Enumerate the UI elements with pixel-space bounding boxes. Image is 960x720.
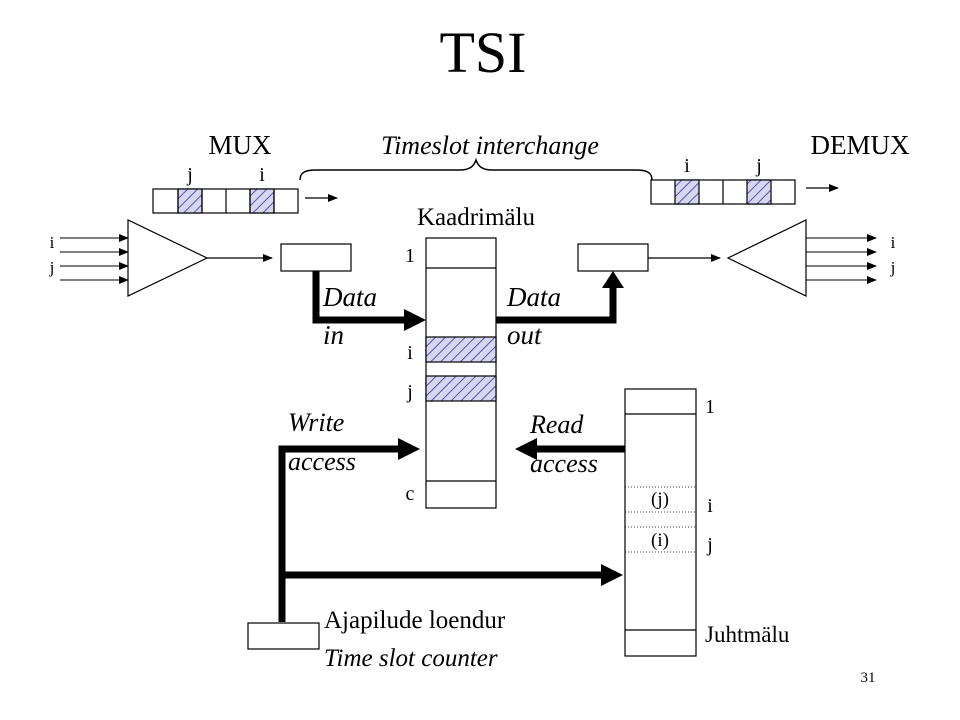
speech-memory-row-i-label: i <box>407 342 413 364</box>
data-out-arrow-line <box>496 286 617 324</box>
data-in-arrowhead <box>404 309 426 331</box>
demux-slot-i <box>674 179 700 205</box>
mux-label: MUX <box>208 130 272 160</box>
data-in-arrow-line <box>312 271 406 324</box>
control-memory-label: Juhtmälu <box>705 622 790 647</box>
speech-memory-row-c-label: c <box>406 483 415 505</box>
write-access-label-line2: access <box>288 447 356 476</box>
mux-inputs <box>60 234 129 284</box>
mux-slot-j-label: j <box>186 164 193 186</box>
data-out-arrowhead <box>602 271 624 288</box>
data-out-label-line2: out <box>507 320 543 350</box>
speech-memory-label: Kaadrimälu <box>417 204 536 231</box>
time-slot-counter-box <box>247 622 320 650</box>
mux-triangle <box>127 219 209 297</box>
data-out-label-line1: Data <box>506 282 561 312</box>
read-access-arrowhead <box>515 438 537 460</box>
control-memory <box>624 388 697 657</box>
interchange-brace <box>299 157 653 181</box>
timeslot-interchange-label: Timeslot interchange <box>381 131 599 160</box>
read-access-label-line2: access <box>530 449 598 478</box>
demux-output-j-label: j <box>890 258 896 277</box>
mux-slot-i-label: i <box>259 164 265 186</box>
mux-frame <box>152 188 299 214</box>
control-memory-row-1-label: 1 <box>705 396 715 418</box>
control-memory-cell-i: (j) <box>651 489 669 510</box>
demux-slot-j-label: j <box>755 155 762 177</box>
control-memory-row-j-label: j <box>706 534 713 556</box>
data-in-label-line1: Data <box>322 282 377 312</box>
demux-slot-j <box>746 179 772 205</box>
counter-label-et: Ajapilude loendur <box>324 607 506 634</box>
data-in-label-line2: in <box>323 320 344 350</box>
demux-outputs <box>806 234 877 284</box>
page-number: 31 <box>861 670 876 686</box>
speech-memory-row-1-label: 1 <box>405 245 415 267</box>
mux-slot-i <box>249 188 275 214</box>
write-access-arrow-line <box>278 445 400 622</box>
read-access-label-line1: Read <box>529 410 584 439</box>
write-access-label-line1: Write <box>288 408 344 437</box>
demux-triangle <box>726 219 807 297</box>
counter-to-control-arrowhead <box>601 564 623 586</box>
mux-slot-j <box>177 188 203 214</box>
speech-memory-row-j-label: j <box>406 381 413 403</box>
output-register <box>577 243 649 272</box>
page-title: TSI <box>440 20 527 85</box>
input-register <box>280 243 352 272</box>
control-memory-row-i-label: i <box>707 495 713 517</box>
speech-memory-slot-j <box>425 375 497 402</box>
mux-input-j-label: j <box>49 258 55 277</box>
control-memory-cell-j: (i) <box>651 530 669 551</box>
demux-slot-i-label: i <box>684 155 690 177</box>
demux-frame <box>650 179 796 205</box>
demux-output-i-label: i <box>891 233 896 252</box>
mux-input-i-label: i <box>50 233 55 252</box>
speech-memory <box>425 237 497 509</box>
write-access-arrowhead <box>398 438 420 460</box>
counter-label-en: Time slot counter <box>324 645 498 672</box>
demux-label: DEMUX <box>811 130 910 160</box>
speech-memory-slot-i <box>425 336 497 363</box>
